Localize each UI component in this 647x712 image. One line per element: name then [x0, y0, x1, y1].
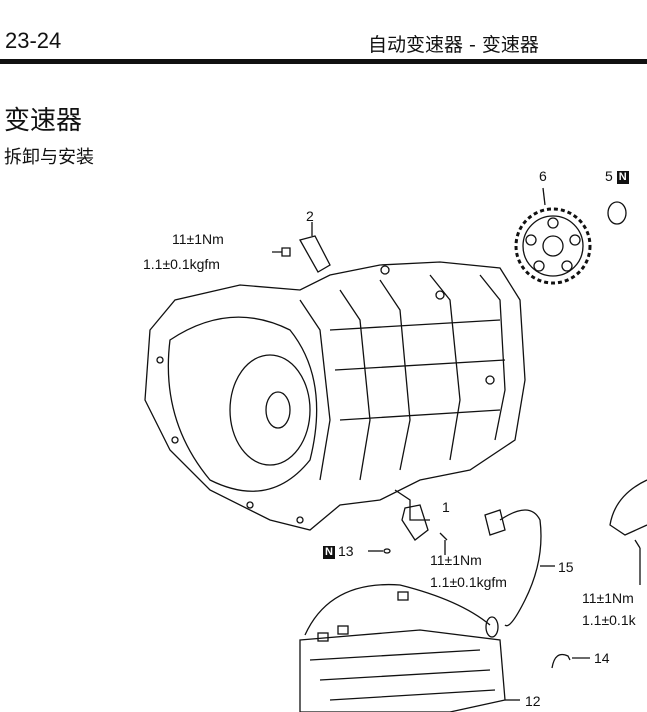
callout-2: 2 [306, 208, 314, 224]
gear-6-drawing [514, 187, 592, 285]
callout-1: 1 [442, 499, 450, 515]
callout-14: 14 [594, 650, 610, 666]
wire-harness-15-drawing [304, 509, 555, 638]
torque-1-nm: 11±1Nm [172, 231, 224, 247]
clip-14-drawing [551, 653, 590, 669]
header-rule [0, 59, 647, 64]
right-component-drawing [609, 479, 647, 585]
callout-6: 6 [539, 168, 547, 184]
callout-15: 15 [558, 559, 574, 575]
o-ring-13-drawing [383, 548, 391, 554]
torque-3-kgfm: 1.1±0.1k [582, 612, 636, 628]
sensor-2-drawing [272, 222, 331, 273]
torque-1-kgfm: 1.1±0.1kgfm [143, 256, 220, 272]
transmission-housing-drawing [144, 261, 526, 531]
callout-12: 12 [525, 693, 541, 709]
o-ring-5-drawing [607, 201, 627, 225]
callout-5-number: 5 [605, 168, 613, 184]
page-number: 23-24 [5, 28, 62, 53]
sensor-1-drawing [394, 489, 448, 555]
section-subtitle: 拆卸与安装 [4, 147, 94, 168]
torque-2-kgfm: 1.1±0.1kgfm [430, 574, 507, 590]
valve-body-12-drawing [299, 591, 520, 712]
callout-5: 5 N [605, 168, 632, 184]
torque-3-nm: 11±1Nm [582, 590, 634, 606]
torque-2-nm: 11±1Nm [430, 552, 482, 568]
new-part-badge: N [616, 171, 629, 184]
callout-13-number: 13 [337, 543, 354, 559]
running-title: 自动变速器 - 变速器 [368, 34, 539, 56]
new-part-badge: N [323, 546, 335, 559]
section-title: 变速器 [4, 106, 83, 136]
